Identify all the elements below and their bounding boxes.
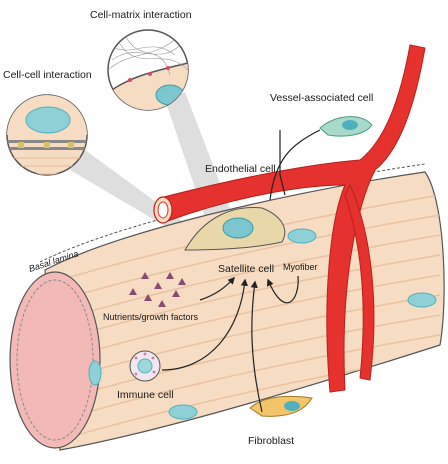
- label-cell-cell-interaction: Cell-cell interaction: [3, 69, 92, 81]
- label-fibroblast: Fibroblast: [248, 435, 294, 447]
- label-myofiber: Myofiber: [283, 262, 318, 272]
- myofiber-cut-end: [10, 272, 100, 448]
- label-vessel-associated-cell: Vessel-associated cell: [270, 92, 373, 104]
- myofiber: [40, 164, 444, 450]
- label-satellite-cell: Satellite cell: [218, 263, 274, 275]
- vessel-associated-cell-nucleus: [342, 120, 358, 130]
- immune-cell: [130, 351, 160, 381]
- label-immune-cell: Immune cell: [117, 389, 174, 401]
- label-cell-matrix-interaction: Cell-matrix interaction: [90, 9, 192, 21]
- label-endothelial-cell: Endothelial cell: [205, 163, 276, 175]
- myonucleus: [288, 229, 316, 243]
- myonucleus: [89, 361, 101, 385]
- myonucleus: [408, 293, 436, 307]
- label-nutrients-growth-factors: Nutrients/growth factors: [103, 312, 199, 322]
- myonucleus: [169, 405, 197, 419]
